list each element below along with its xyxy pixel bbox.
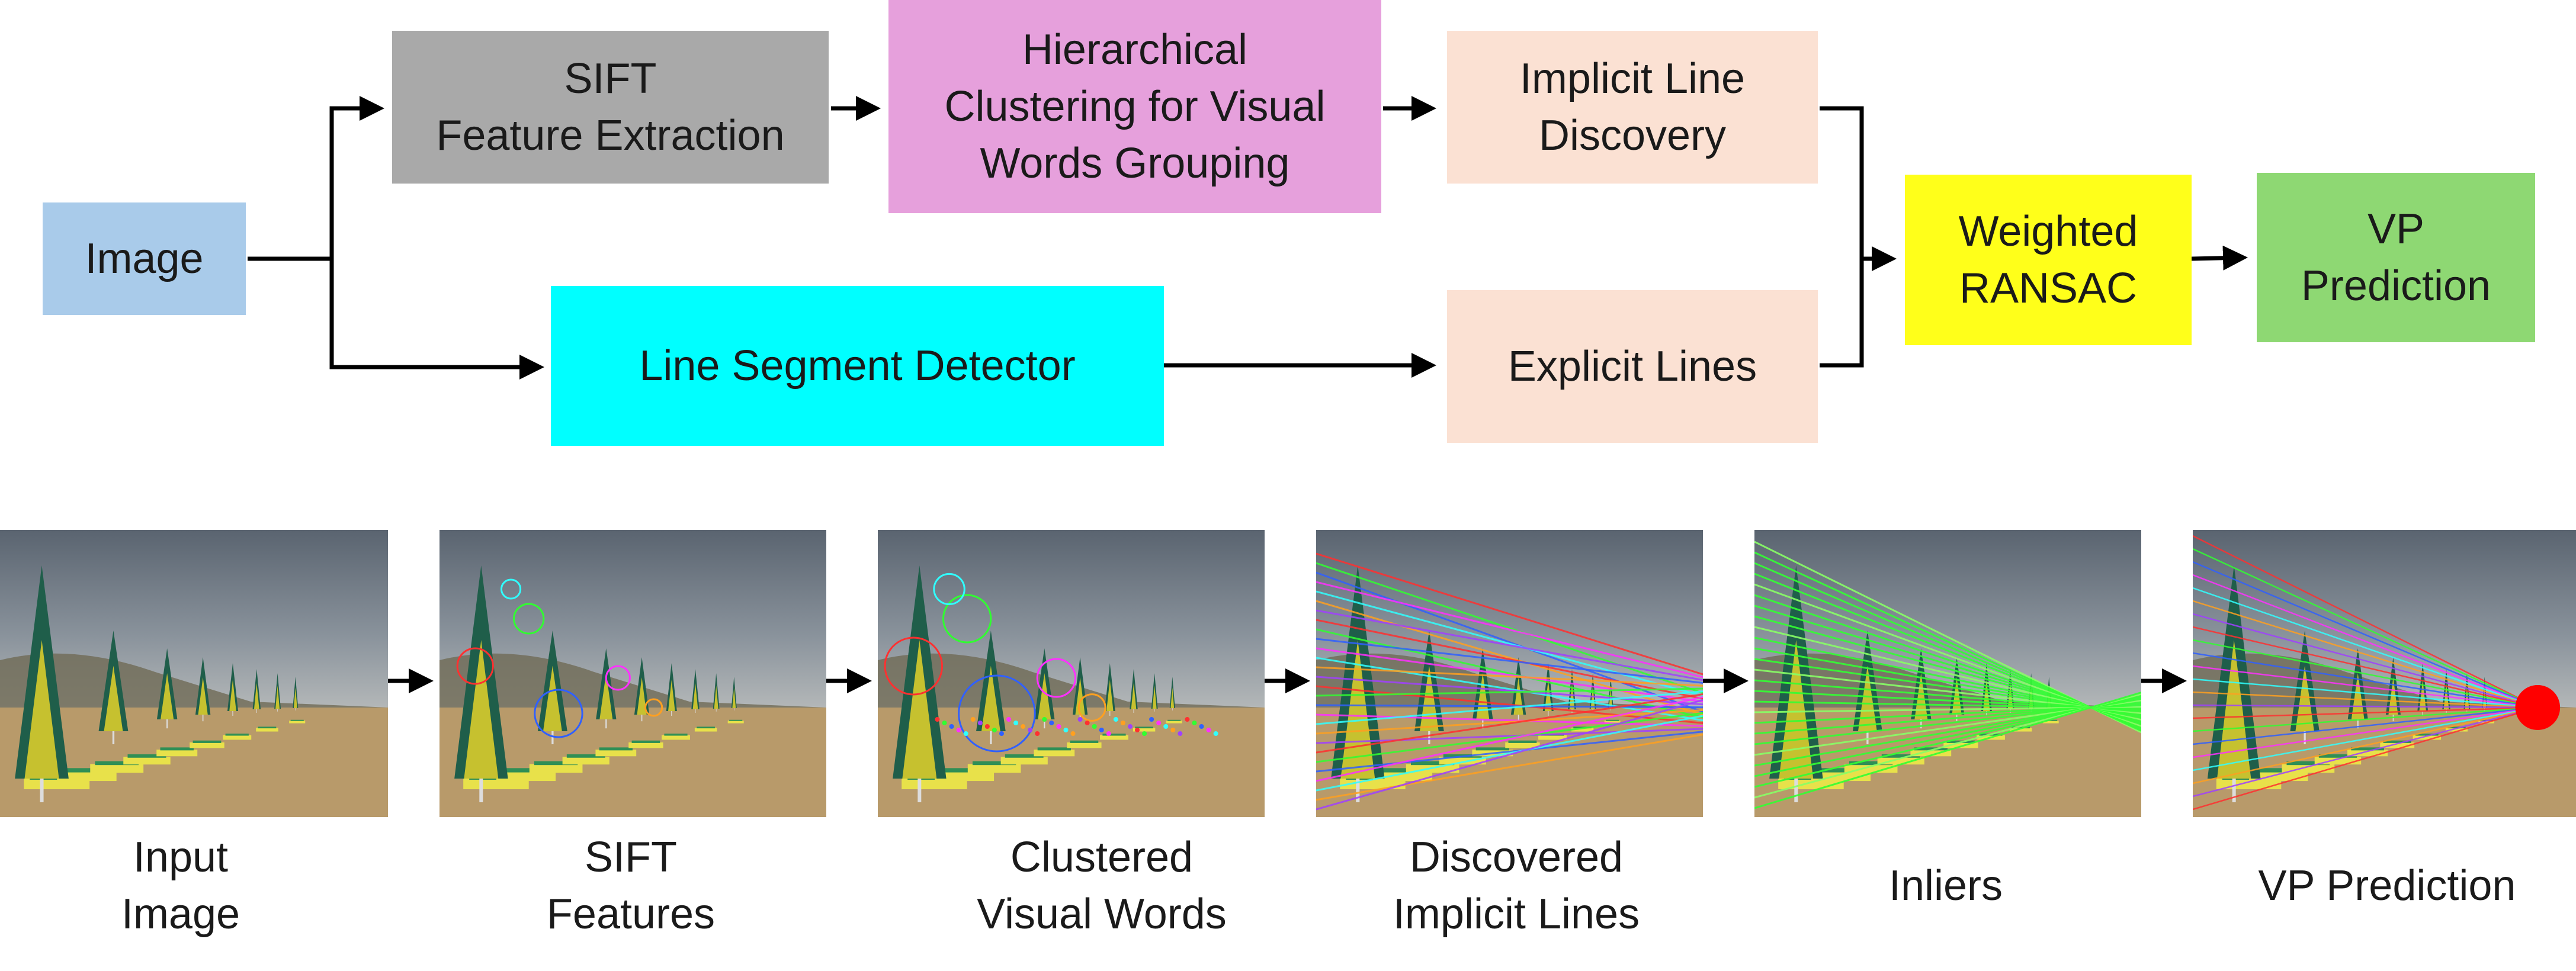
photo-sift-features	[440, 530, 826, 817]
clustering-node-label: Hierarchical Clustering for Visual Words…	[944, 26, 1326, 187]
explicit-lines-node-label: Explicit Lines	[1507, 343, 1757, 390]
caption-vp-prediction: VP Prediction	[2258, 862, 2516, 909]
lsd-node-label: Line Segment Detector	[639, 342, 1076, 390]
lsd-node: Line Segment Detector	[551, 286, 1164, 446]
implicit-line-node-label: Implicit Line Discovery	[1519, 55, 1746, 159]
arrow-to-sift	[329, 96, 384, 259]
caption-inliers: Inliers	[1888, 862, 2003, 909]
sift-node: SIFT Feature Extraction	[392, 31, 829, 184]
photo-vp-prediction	[2193, 530, 2576, 817]
vp-prediction-node: VP Prediction	[2257, 173, 2535, 342]
ransac-node-label: Weighted RANSAC	[1958, 208, 2138, 312]
arrow-ransac-vp	[2191, 245, 2248, 271]
photo-inliers	[1754, 530, 2141, 817]
caption-clustered-visual-words: Clustered Visual Words	[977, 834, 1227, 938]
vp-prediction-node-label: VP Prediction	[2301, 205, 2491, 310]
arrow-to-lsd	[329, 259, 544, 380]
photo-discovered-implicit-lines	[1316, 530, 1703, 817]
caption-discovered-implicit-lines: Discovered Implicit Lines	[1393, 834, 1640, 938]
photo-input-image	[0, 530, 388, 817]
image-node: Image	[43, 202, 246, 315]
sift-node-label: SIFT Feature Extraction	[436, 55, 785, 159]
ransac-node: Weighted RANSAC	[1905, 175, 2192, 345]
caption-sift-features: SIFT Features	[546, 834, 716, 938]
photo-clustered-visual-words	[878, 530, 1265, 817]
image-node-label: Image	[85, 235, 204, 282]
arrow-explicit-ransac	[1820, 259, 1864, 368]
arrow-implicit-ransac	[1820, 106, 1897, 271]
implicit-line-node: Implicit Line Discovery	[1447, 31, 1818, 184]
vp-marker	[2515, 685, 2561, 730]
caption-input-image: Input Image	[121, 834, 240, 938]
clustering-node: Hierarchical Clustering for Visual Words…	[888, 0, 1381, 213]
explicit-lines-node: Explicit Lines	[1447, 290, 1818, 443]
